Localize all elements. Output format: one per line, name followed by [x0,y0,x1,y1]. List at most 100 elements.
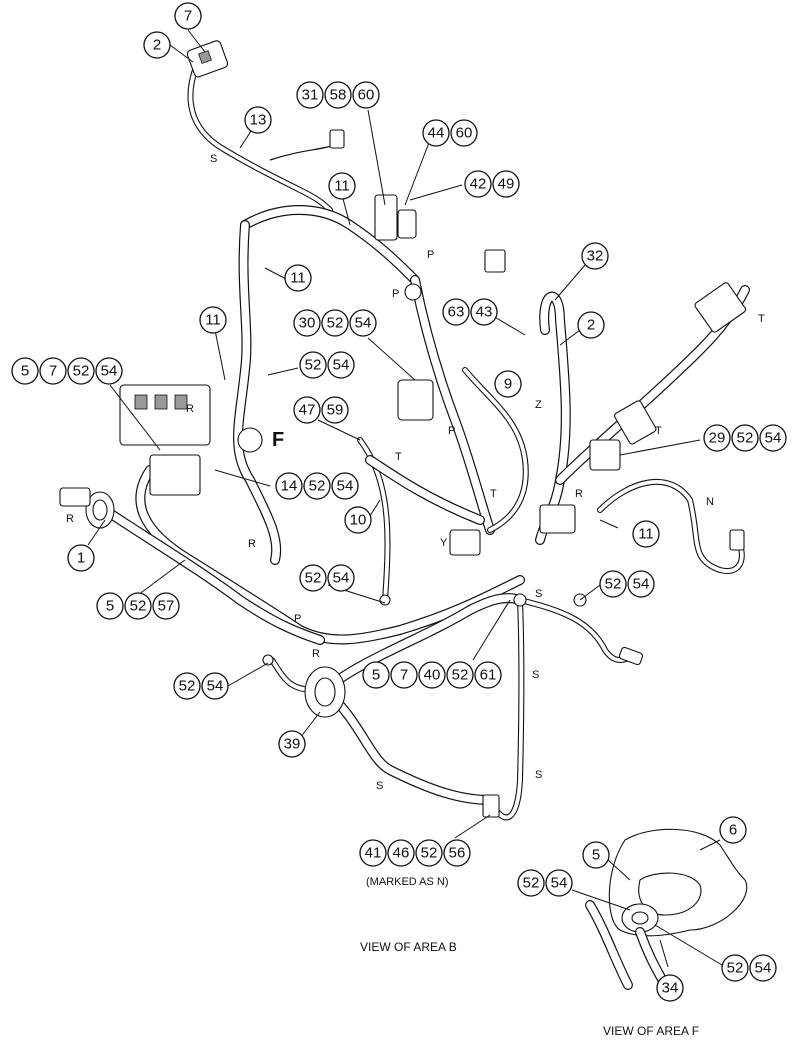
balloon-52: 52 [299,564,327,592]
svg-text:54: 54 [101,363,118,380]
svg-text:58: 58 [330,87,347,104]
balloon-54: 54 [327,564,355,592]
tag-t: T [758,313,765,325]
tag-s: S [376,780,383,792]
balloon-54: 54 [201,672,229,700]
components [59,40,747,818]
svg-text:5: 5 [372,667,380,684]
tag-s: S [210,153,217,165]
balloon-52: 52 [173,672,201,700]
balloon-60: 60 [352,81,380,109]
svg-text:60: 60 [358,87,375,104]
balloon-11: 11 [632,520,660,548]
balloon-5: 5 [96,592,124,620]
svg-text:54: 54 [755,960,772,977]
balloon-52: 52 [446,661,474,689]
svg-text:7: 7 [184,8,192,25]
balloon-57: 57 [152,592,180,620]
svg-text:42: 42 [470,176,487,193]
balloon-59: 59 [321,396,349,424]
svg-text:52: 52 [523,875,540,892]
balloon-52: 52 [303,472,331,500]
svg-text:11: 11 [290,270,306,287]
svg-text:5: 5 [106,598,114,615]
svg-text:44: 44 [428,125,445,142]
balloon-34: 34 [656,974,684,1002]
balloon-6: 6 [719,816,747,844]
tag-p: P [448,425,455,437]
balloon-54: 54 [327,351,355,379]
tag-z: Z [535,399,542,411]
svg-text:6: 6 [729,822,737,839]
balloon-11: 11 [284,264,312,292]
svg-text:61: 61 [480,667,497,684]
balloon-61: 61 [474,661,502,689]
svg-text:52: 52 [179,678,196,695]
balloon-7: 7 [174,2,202,30]
svg-text:54: 54 [333,357,350,374]
balloon-39: 39 [278,730,306,758]
svg-text:11: 11 [638,526,654,543]
svg-text:29: 29 [709,430,726,447]
balloon-11: 11 [199,306,227,334]
balloon-54: 54 [627,570,655,598]
svg-text:57: 57 [158,598,175,615]
caption-marked-as-n: (MARKED AS N) [366,876,449,888]
tag-n: N [706,496,714,508]
svg-text:60: 60 [456,125,473,142]
tag-t: T [655,425,662,437]
svg-text:30: 30 [299,315,316,332]
svg-text:52: 52 [73,363,90,380]
tag-s: S [535,769,542,781]
tag-p: P [294,613,301,625]
balloon-56: 56 [443,839,471,867]
balloon-54: 54 [545,869,573,897]
svg-text:52: 52 [605,576,622,593]
svg-text:52: 52 [305,357,322,374]
connector-small-top [329,129,345,149]
svg-text:59: 59 [327,402,344,419]
balloon-13: 13 [244,106,272,134]
svg-text:7: 7 [49,363,57,380]
balloon-54: 54 [749,954,777,982]
balloon-31: 31 [296,81,324,109]
connector-right-top [484,249,506,273]
svg-text:32: 32 [587,248,604,265]
svg-text:1: 1 [77,550,85,567]
svg-text:54: 54 [337,478,354,495]
balloon-41: 41 [359,839,387,867]
tag-s: S [535,588,542,600]
svg-text:5: 5 [592,847,600,864]
balloon-11: 11 [328,172,356,200]
balloon-52: 52 [517,869,545,897]
svg-text:31: 31 [302,87,319,104]
caption-view-area-b: VIEW OF AREA B [360,940,457,954]
svg-text:56: 56 [449,845,466,862]
svg-text:43: 43 [476,304,493,321]
svg-text:54: 54 [551,875,568,892]
tag-t: T [395,451,402,463]
svg-text:54: 54 [333,570,350,587]
balloon-54: 54 [759,424,787,452]
svg-text:52: 52 [452,667,469,684]
balloon-7: 7 [39,357,67,385]
svg-text:9: 9 [504,376,512,393]
balloon-5: 5 [582,841,610,869]
svg-text:52: 52 [727,960,744,977]
svg-text:13: 13 [250,112,267,129]
tag-r: R [66,513,74,525]
leader-lines [87,29,723,968]
inset-area-f [585,828,748,990]
balloon-54: 54 [331,472,359,500]
tag-r: R [248,538,256,550]
tag-t: T [490,488,497,500]
svg-text:2: 2 [153,37,161,54]
balloon-10: 10 [344,506,372,534]
balloon-52: 52 [299,351,327,379]
balloon-52: 52 [721,954,749,982]
svg-text:54: 54 [633,576,650,593]
svg-text:5: 5 [21,363,29,380]
balloon-2: 2 [577,311,605,339]
